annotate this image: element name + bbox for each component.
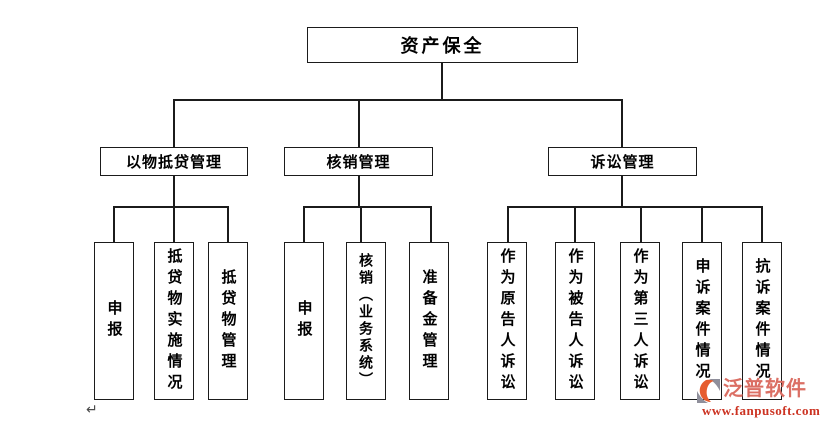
connector-drop-leaf-0-2 — [227, 206, 229, 242]
node-root-label: 资产保全 — [400, 36, 485, 56]
node-branch-litigation-management: 诉讼管理 — [548, 147, 697, 176]
connector-level1-hline — [174, 99, 623, 101]
node-leaf-label: 作为原告人诉讼 — [498, 247, 516, 395]
connector-hline-group-1 — [303, 206, 432, 208]
node-leaf-protest-case-status: 抗诉案件情况 — [742, 242, 782, 400]
node-leaf-label: 申诉案件情况 — [693, 258, 711, 384]
node-leaf-label: 申报 — [295, 300, 313, 342]
node-leaf-label: 准备金管理 — [420, 268, 438, 374]
node-leaf-writeoff-business-system: 核销（业务系统） — [346, 242, 386, 400]
node-leaf-litigation-as-third-party: 作为第三人诉讼 — [620, 242, 660, 400]
connector-drop-leaf-0-0 — [113, 206, 115, 242]
connector-drop-leaf-2-0 — [507, 206, 509, 242]
node-leaf-declaration-2: 申报 — [284, 242, 324, 400]
connector-hline-group-2 — [507, 206, 763, 208]
fanpu-watermark: 泛普软件 www.fanpusoft.com — [696, 378, 826, 419]
connector-drop-leaf-2-2 — [640, 206, 642, 242]
connector-drop-leaf-1-1 — [360, 206, 362, 242]
node-leaf-litigation-as-plaintiff: 作为原告人诉讼 — [487, 242, 527, 400]
connector-drop-leaf-2-3 — [701, 206, 703, 242]
connector-drop-leaf-2-1 — [574, 206, 576, 242]
node-leaf-label: 抵贷物管理 — [219, 268, 237, 374]
node-leaf-label: 抗诉案件情况 — [753, 258, 771, 384]
node-leaf-collateral-management: 抵贷物管理 — [208, 242, 248, 400]
fanpu-brand-text: 泛普软件 — [723, 378, 807, 400]
node-leaf-litigation-as-defendant: 作为被告人诉讼 — [555, 242, 595, 400]
node-branch-label: 核销管理 — [326, 154, 391, 171]
node-branch-writeoff-management: 核销管理 — [284, 147, 433, 176]
node-branch-collateral-management: 以物抵贷管理 — [100, 147, 248, 176]
node-leaf-reserve-management: 准备金管理 — [409, 242, 449, 400]
node-branch-label: 诉讼管理 — [590, 154, 655, 171]
connector-drop-branch-2 — [621, 99, 623, 147]
connector-drop-branch-1 — [358, 99, 360, 147]
node-leaf-collateral-implementation-status: 抵贷物实施情况 — [154, 242, 194, 400]
node-branch-label: 以物抵贷管理 — [125, 154, 222, 171]
connector-drop-leaf-1-0 — [303, 206, 305, 242]
node-leaf-label: 申报 — [105, 300, 123, 342]
node-leaf-label: 作为第三人诉讼 — [631, 247, 649, 395]
fanpu-url-text: www.fanpusoft.com — [702, 403, 821, 418]
node-leaf-declaration: 申报 — [94, 242, 134, 400]
connector-riser-group-1 — [358, 176, 360, 207]
fanpu-logo-icon — [697, 379, 720, 403]
node-leaf-label: 核销（业务系统） — [358, 253, 374, 389]
connector-drop-branch-0 — [173, 99, 175, 147]
connector-hline-group-0 — [114, 206, 229, 208]
connector-root-riser — [441, 63, 443, 99]
connector-drop-leaf-1-2 — [430, 206, 432, 242]
node-leaf-appeal-case-status: 申诉案件情况 — [682, 242, 722, 400]
connector-drop-leaf-2-4 — [761, 206, 763, 242]
node-leaf-label: 抵贷物实施情况 — [165, 247, 183, 395]
paragraph-return-mark: ↵ — [86, 402, 98, 418]
connector-riser-group-2 — [621, 176, 623, 207]
connector-riser-group-0 — [173, 176, 175, 207]
node-root: 资产保全 — [307, 27, 578, 63]
node-leaf-label: 作为被告人诉讼 — [566, 247, 584, 395]
connector-drop-leaf-0-1 — [173, 206, 175, 242]
